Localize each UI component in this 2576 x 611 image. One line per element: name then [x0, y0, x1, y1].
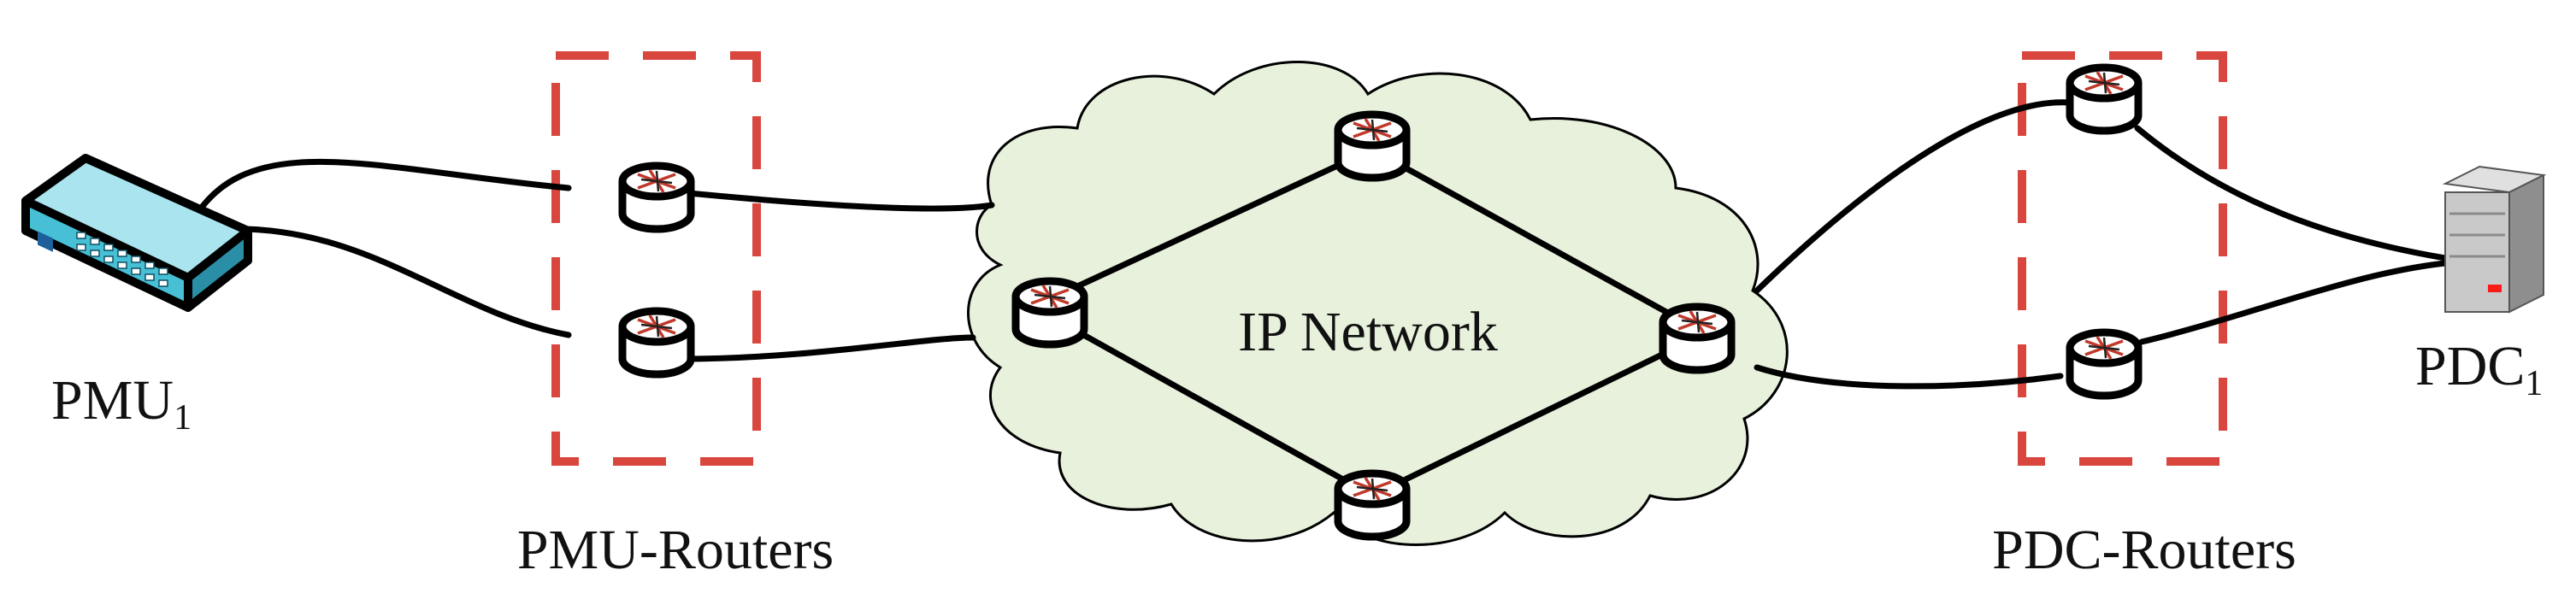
ip-network-label: IP Network [1238, 301, 1498, 363]
network-switch-icon [21, 154, 252, 312]
link-left-bottom [1046, 313, 1376, 499]
pdc-routers-label: PDC-Routers [1992, 519, 2296, 581]
link-bottom-right [1369, 334, 1701, 499]
ip-network-cloud [967, 61, 1789, 546]
router-icon [622, 166, 691, 229]
router-icon [1016, 281, 1084, 344]
pdc-label: PDC1 [2415, 335, 2543, 403]
link-pmu-router1 [195, 158, 572, 215]
router-icon [1663, 307, 1731, 370]
server-tower-icon [2442, 165, 2547, 314]
link-cloud-pdcrouter2 [1754, 364, 2064, 390]
pdc-routers-group-box [2018, 51, 2227, 466]
link-pmu-router2 [195, 226, 572, 338]
pmu-routers-group-box [551, 51, 761, 466]
router-icon [2070, 332, 2138, 396]
link-router2-cloud [676, 334, 976, 362]
link-pdcrouter2-pdc [2138, 260, 2449, 345]
router-icon [1338, 115, 1406, 178]
router-icon [2070, 68, 2138, 131]
router-icon [622, 311, 691, 374]
link-cloud-pdcrouter1 [1754, 99, 2072, 294]
router-icon [1338, 473, 1406, 537]
link-left-top [1046, 146, 1376, 303]
link-pdcrouter1-pdc [2134, 125, 2449, 261]
link-router1-cloud [676, 189, 995, 212]
pmu-label: PMU1 [51, 369, 192, 438]
pmu-routers-label: PMU-Routers [517, 519, 834, 581]
link-top-right [1369, 146, 1701, 332]
